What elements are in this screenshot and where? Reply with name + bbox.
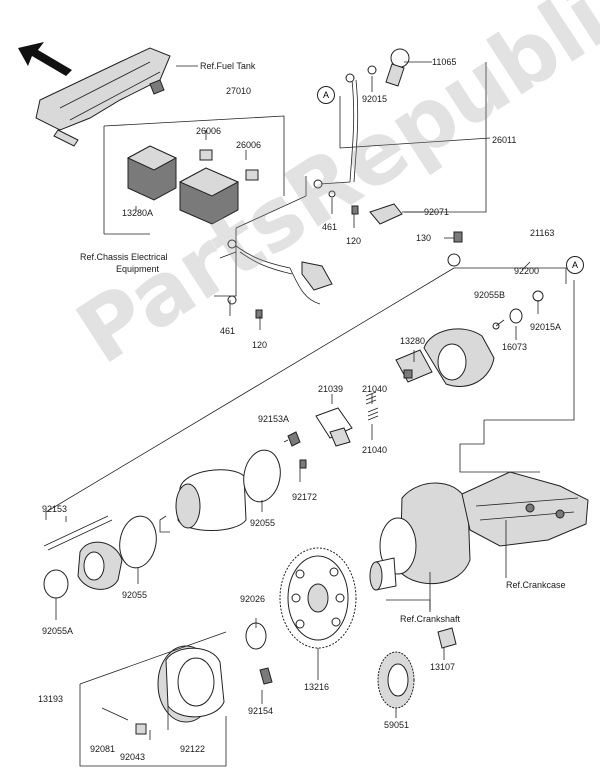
label-92154: 92154 [248,706,274,716]
label-92172: 92172 [292,492,318,502]
label-21163: 21163 [530,228,555,238]
label-27010: 27010 [226,86,252,96]
label-92055-b: 92055 [122,590,148,600]
label-ref-chassis-1: Ref.Chassis Electrical [80,252,168,262]
label-120-a: 120 [252,340,268,350]
label-92055a: 92055A [42,626,74,636]
label-13193: 13193 [38,694,64,704]
label-21039: 21039 [318,384,344,394]
end-cover [423,231,544,387]
label-11065: 11065 [432,57,457,67]
label-92071: 92071 [424,207,450,217]
label-21040-a: 21040 [362,384,388,394]
label-21040-b: 21040 [362,445,388,455]
crankcase [461,471,589,547]
callout-a-top-label: A [322,90,329,100]
label-92153: 92153 [42,504,68,514]
shaft-pin [437,627,457,649]
label-92015a: 92015A [530,322,562,332]
starter-cable [313,48,410,225]
label-26006-b: 26006 [236,140,262,150]
starter-relay [126,145,259,225]
label-120-b: 120 [346,236,362,246]
label-92153a: 92153A [258,414,290,424]
label-16073: 16073 [502,342,528,352]
label-92200: 92200 [514,266,540,276]
label-13216: 13216 [304,682,330,692]
label-13280a: 13280A [122,208,154,218]
label-92026: 92026 [240,594,266,604]
label-92043: 92043 [120,752,146,762]
label-13107: 13107 [430,662,456,672]
callout-a-top: A [317,86,335,104]
label-26011: 26011 [492,135,517,145]
crankshaft [369,482,471,591]
label-92055-a: 92055 [250,518,276,528]
callout-a-right-label: A [571,260,578,270]
assembly-frame-lines [45,62,575,767]
label-59051: 59051 [384,720,410,730]
idle-gear [279,547,357,649]
label-13280: 13280 [400,336,426,346]
label-92081: 92081 [90,744,116,754]
driven-gear [377,651,415,709]
brush-holder [315,349,433,447]
label-ref-chassis-2: Equipment [116,264,160,274]
label-92055b: 92055B [474,290,506,300]
fuel-tank-bracket [35,47,171,147]
label-92015: 92015 [362,94,388,104]
label-ref-crankshaft: Ref.Crankshaft [400,614,461,624]
label-ref-fuel-tank: Ref.Fuel Tank [200,61,256,71]
label-130: 130 [416,233,432,243]
label-92122: 92122 [180,744,206,754]
callout-a-right: A [566,256,584,274]
label-26006-a: 26006 [196,126,222,136]
label-461-a: 461 [220,326,236,336]
starter-motor [43,431,307,599]
ground-cable [227,239,333,319]
leader-lines [55,61,539,740]
direction-arrow [18,42,72,76]
label-461-b: 461 [322,222,338,232]
label-ref-crankcase: Ref.Crankcase [506,580,566,590]
starter-clutch [101,622,273,735]
